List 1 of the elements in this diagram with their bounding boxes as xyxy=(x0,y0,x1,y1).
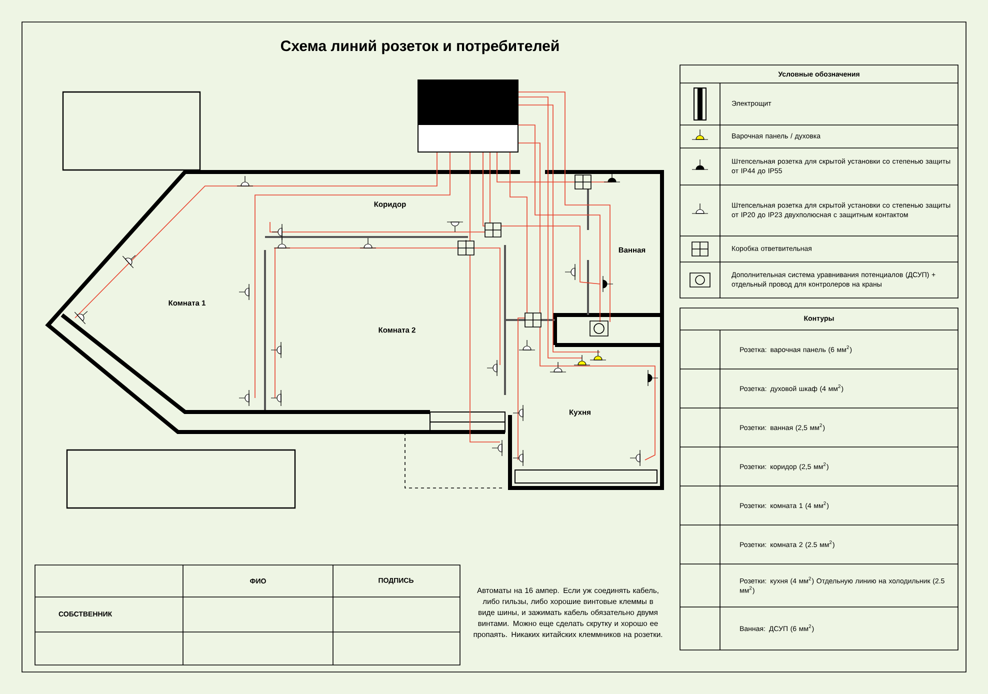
title: Схема линий розеток и потребителей xyxy=(281,40,559,54)
